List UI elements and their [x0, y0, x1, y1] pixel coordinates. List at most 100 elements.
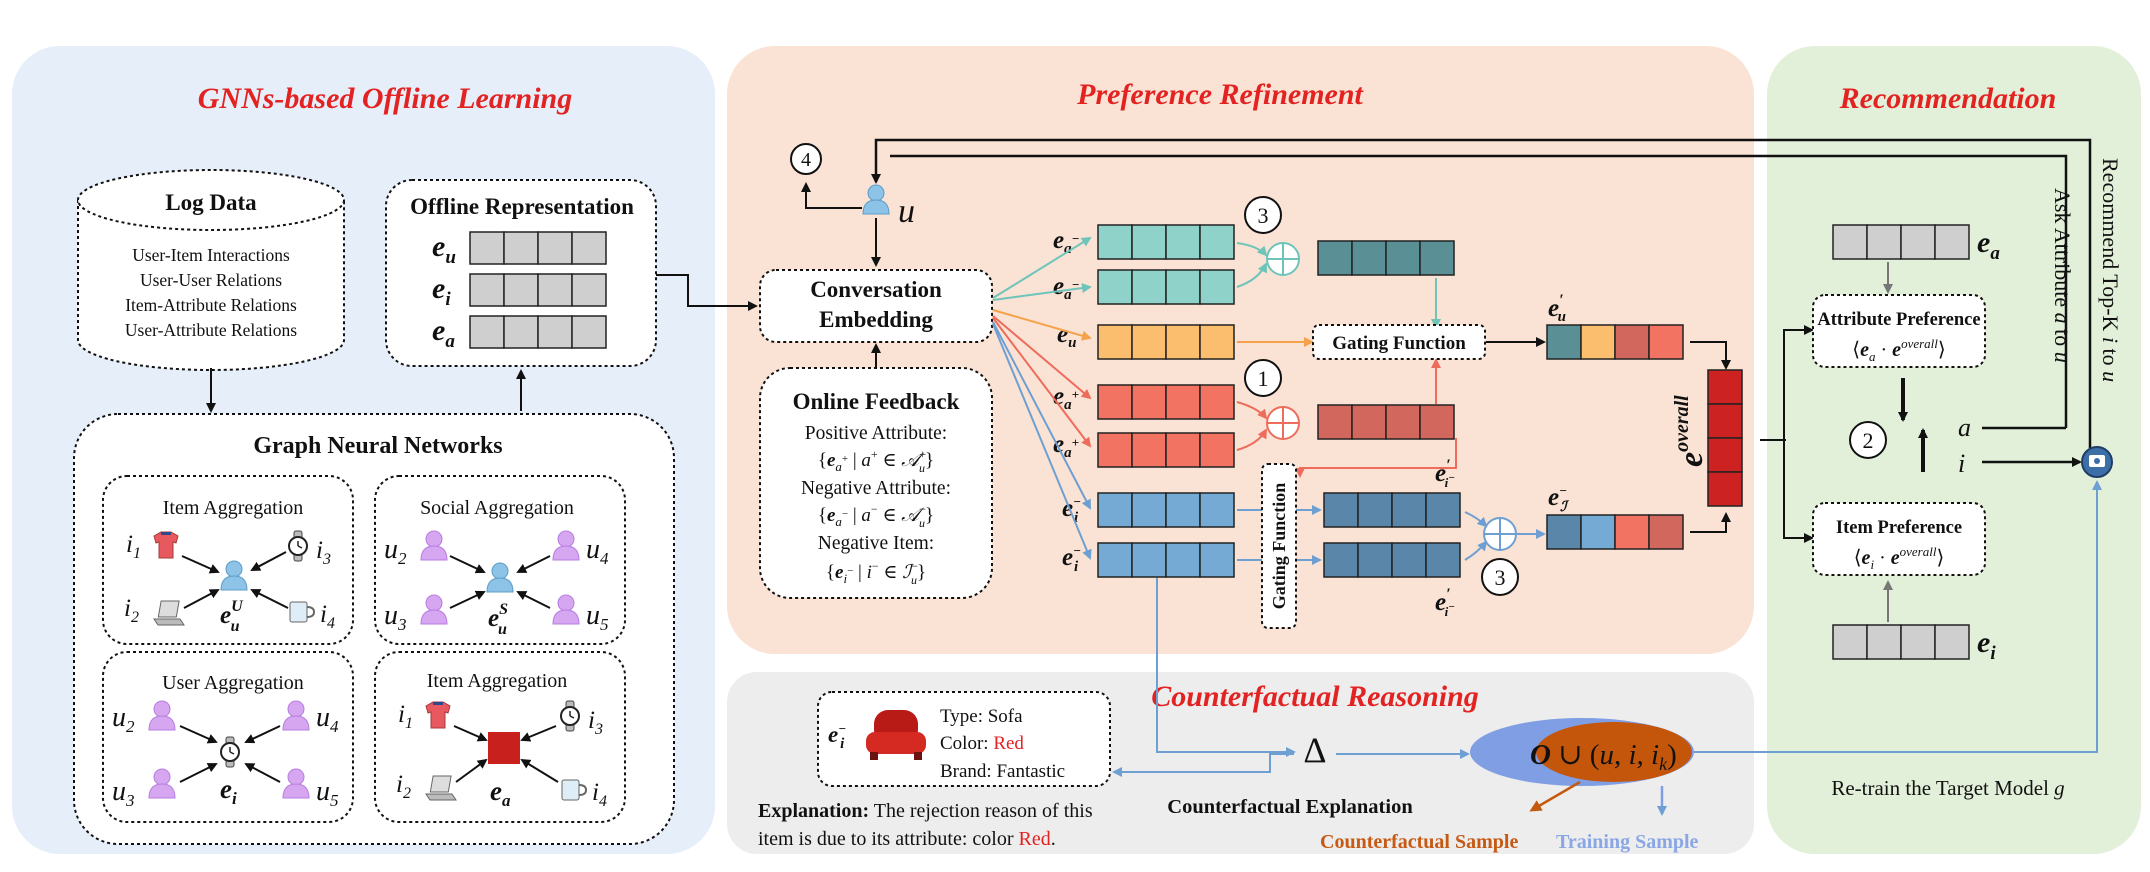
vector-e-u-prime-cell — [1648, 324, 1684, 360]
loop-rec-topk — [871, 138, 2092, 448]
embedding-vectors — [1097, 224, 1684, 578]
svg-text:e−i: e−i — [1062, 543, 1081, 575]
gnn-title: Graph Neural Networks — [253, 433, 502, 459]
step-4: 4 — [801, 149, 811, 171]
vector-e-u-cell — [1165, 324, 1201, 360]
conversation-line2: Embedding — [819, 307, 933, 332]
cf-explanation-line1: Explanation: The rejection reason of thi… — [758, 800, 1093, 822]
recommend-title: Recommendation — [1839, 82, 2057, 115]
vector-e-a-neg-1-cell — [1199, 224, 1235, 260]
overall-vector-cell — [1707, 471, 1743, 507]
vector-e-I-neg-cell — [1580, 514, 1616, 550]
log-item-3: Item-Attribute Relations — [125, 295, 297, 315]
vector-e-i-neg-prime-2-cell — [1357, 542, 1393, 578]
cf-brand: Brand: Fantastic — [940, 761, 1065, 782]
offline-title: GNNs-based Offline Learning — [198, 82, 572, 115]
vector-e-I-neg — [1546, 514, 1684, 550]
cf-type: Type: Sofa — [940, 706, 1023, 727]
vector-e-a-neg-2-cell — [1165, 269, 1201, 305]
vector-e-a-pos-2-cell — [1199, 432, 1235, 468]
vector-e-i-neg-prime-1-cell — [1357, 492, 1393, 528]
rec-vector-ei-cell — [1934, 624, 1970, 660]
attr-pref-formula: ⟨ea · eoverall⟩ — [1852, 336, 1945, 364]
vector-e-a-pos-1-cell — [1131, 384, 1167, 420]
item-pref-title: Item Preference — [1836, 518, 1962, 538]
vector-e-a-neg-2-cell — [1097, 269, 1133, 305]
vector-e-a-pos-1-cell — [1199, 384, 1235, 420]
vector-e-i-neg-1-cell — [1165, 492, 1201, 528]
retrain-label: Re-train the Target Model g — [1831, 776, 2064, 800]
rec-vector-ei — [1832, 624, 1970, 660]
online-feedback-title: Online Feedback — [793, 389, 960, 414]
vector-e-i-neg-2-cell — [1097, 542, 1133, 578]
vector-e-i-neg-2-cell — [1131, 542, 1167, 578]
vector-e-u-prime-cell — [1614, 324, 1650, 360]
rec-vectors — [1832, 224, 1970, 660]
attr-pref-box — [1812, 294, 1986, 368]
svg-text:e−ℐ: e−ℐ — [1548, 483, 1570, 515]
vector-e-u-cell — [1199, 324, 1235, 360]
overall-vector-cell — [1707, 437, 1743, 473]
vector-e-a-neg-1-cell — [1131, 224, 1167, 260]
vector-e-u-prime-cell — [1580, 324, 1616, 360]
svg-text:e′i−: e′i− — [1435, 457, 1455, 490]
vector-e-A-pos-cell — [1385, 404, 1421, 440]
vector-e-i-neg-prime-2 — [1323, 542, 1461, 578]
vector-e-i-neg-prime-1-cell — [1323, 492, 1359, 528]
cf-color: Color: Red — [940, 733, 1024, 754]
sum-nodes — [1266, 242, 1517, 551]
vector-e-i-neg-prime-2-cell — [1323, 542, 1359, 578]
rep-label-u: eu — [432, 230, 456, 268]
vector-e-a-pos-2 — [1097, 432, 1235, 468]
vector-e-A-neg-cell — [1385, 240, 1421, 276]
rec-vector-ei-cell — [1900, 624, 1936, 660]
vector-e-A-neg — [1317, 240, 1455, 276]
rec-vector-ea — [1832, 224, 1970, 260]
offline-rep-rows: eu ei ea — [432, 230, 456, 352]
offline-vector-cell — [469, 315, 505, 349]
neg-item-set: {ei− | i− ∈ ℐ−u} — [826, 559, 926, 587]
vector-e-A-pos-cell — [1419, 404, 1455, 440]
rec-vector-ei-cell — [1866, 624, 1902, 660]
log-data-title: Log Data — [165, 190, 257, 215]
label-a: a — [1958, 413, 1971, 442]
user-agg-graph: u2 u4 u3 u5 ei — [112, 700, 339, 810]
vector-e-a-pos-1-cell — [1097, 384, 1133, 420]
vector-e-u-cell — [1131, 324, 1167, 360]
offline-rep-cells — [469, 231, 607, 349]
vector-e-i-neg-prime-1-cell — [1425, 492, 1461, 528]
vector-e-a-neg-2 — [1097, 269, 1235, 305]
counterfactual-title: Counterfactual Reasoning — [1151, 680, 1479, 713]
rec-vector-ei-cell — [1832, 624, 1868, 660]
arrow-rep-conv — [656, 274, 758, 311]
user-agg-title: User Aggregation — [162, 672, 304, 694]
vector-e-a-pos-2-cell — [1097, 432, 1133, 468]
vector-e-a-pos-1 — [1097, 384, 1235, 420]
item-pref-box — [1812, 502, 1986, 576]
conversation-line1: Conversation — [810, 277, 942, 302]
neg-item-label: Negative Item: — [818, 533, 934, 554]
vector-e-a-neg-1 — [1097, 224, 1235, 260]
vector-e-a-pos-2-cell — [1165, 432, 1201, 468]
pos-attr-label: Positive Attribute: — [805, 423, 947, 444]
gating-h-label: Gating Function — [1332, 333, 1466, 354]
step-circles: 4 3 1 3 2 — [790, 143, 1887, 596]
vector-e-i-neg-1-cell — [1131, 492, 1167, 528]
vector-e-a-neg-2-cell — [1131, 269, 1167, 305]
step-3b: 3 — [1495, 565, 1506, 590]
vector-e-I-neg-cell — [1546, 514, 1582, 550]
vector-e-A-pos — [1317, 404, 1455, 440]
log-item-2: User-User Relations — [140, 270, 282, 290]
svg-text:eSu: eSu — [488, 601, 508, 638]
offline-vector-cell — [571, 231, 607, 265]
offline-vector — [469, 315, 607, 349]
vector-e-i-neg-2-cell — [1199, 542, 1235, 578]
vector-e-i-neg-prime-1 — [1323, 492, 1461, 528]
offline-vector-cell — [503, 273, 539, 307]
vector-e-u-prime — [1546, 324, 1684, 360]
flow-ellipse-to-target — [1694, 480, 2102, 753]
gating-v-label: Gating Function — [1269, 483, 1289, 610]
sofa-icon — [866, 710, 926, 760]
loop-ask-attr — [890, 154, 2068, 428]
